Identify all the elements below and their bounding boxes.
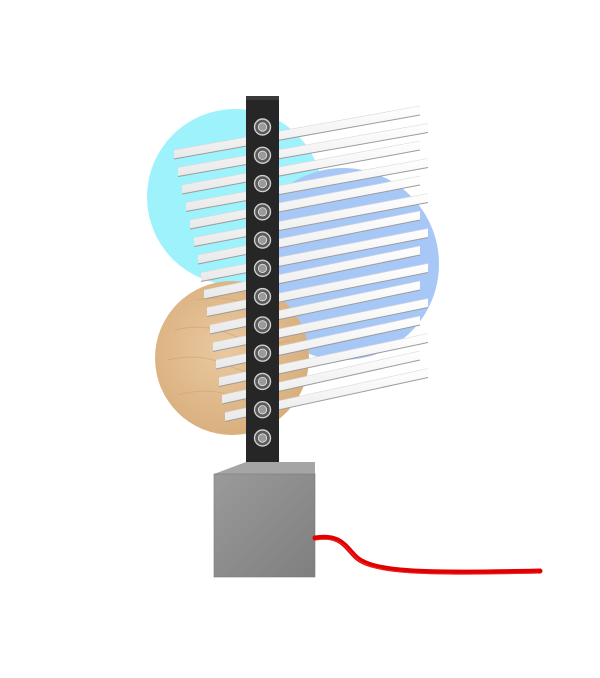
led-lens-icon <box>253 287 272 306</box>
led-lens-icon <box>253 401 272 419</box>
led-lens-icon <box>253 118 272 136</box>
led-lens-icon <box>253 146 272 164</box>
louver-slat <box>173 105 421 160</box>
power-cable <box>312 534 543 575</box>
led-lens-icon <box>253 429 272 447</box>
led-lens-icon <box>253 344 272 362</box>
led-strip <box>253 118 272 447</box>
led-lens-icon <box>253 203 272 221</box>
led-lens-icon <box>253 372 272 391</box>
concrete-base <box>213 462 316 578</box>
led-lens-icon <box>253 316 272 334</box>
louver-slat <box>181 140 421 195</box>
led-lens-icon <box>253 259 272 278</box>
led-lens-icon <box>253 231 272 249</box>
louver-slat <box>177 123 429 177</box>
led-lens-icon <box>253 174 272 193</box>
